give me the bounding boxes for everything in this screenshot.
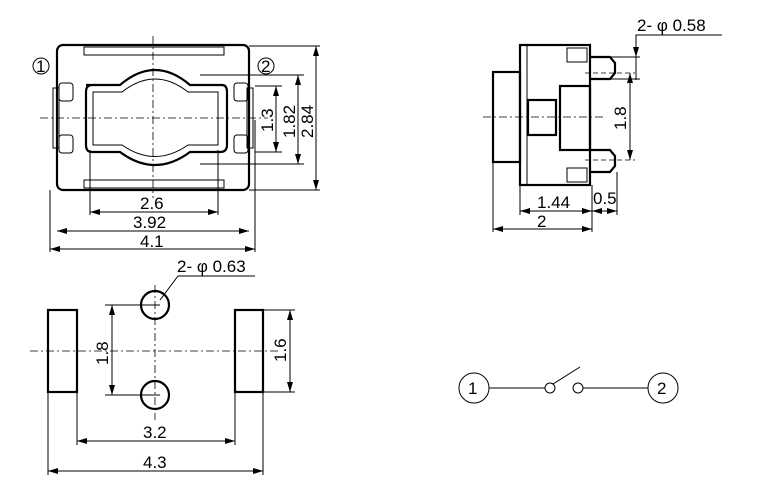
- dim-1-44: 1.44: [537, 193, 570, 212]
- pin1-label: 1: [36, 57, 45, 76]
- side-view: 2- φ 0.58 1.8 1.44 0.5 2: [483, 16, 722, 232]
- dim-1-82: 1.82: [280, 105, 299, 138]
- top-view: 1 2 2.6 3.92 4.1 1.3 1.82 2.84: [32, 36, 320, 252]
- dim-3-2: 3.2: [143, 423, 167, 442]
- hole-diameter-label: 2- φ 0.63: [177, 257, 246, 276]
- terminal-1-label: 1: [468, 379, 477, 398]
- dim-2: 2: [537, 212, 546, 231]
- switch-schematic: 1 2: [458, 366, 679, 404]
- dim-1-8-side: 1.8: [611, 106, 630, 130]
- terminal-2-label: 2: [657, 379, 666, 398]
- dim-1-3: 1.3: [258, 108, 277, 132]
- dim-2-84: 2.84: [298, 105, 317, 138]
- dim-1-8-footprint: 1.8: [93, 341, 112, 365]
- dim-2-6: 2.6: [140, 194, 164, 213]
- dim-4-3: 4.3: [143, 453, 167, 472]
- pin-diameter-label: 2- φ 0.58: [637, 16, 706, 35]
- pin2-label: 2: [261, 57, 270, 76]
- dim-0-5: 0.5: [593, 189, 617, 208]
- dim-3-92: 3.92: [133, 213, 166, 232]
- dim-1-6: 1.6: [271, 338, 290, 362]
- footprint-view: 2- φ 0.63 1.8 1.6 3.2 4.3: [30, 257, 295, 475]
- dim-4-1: 4.1: [140, 232, 164, 251]
